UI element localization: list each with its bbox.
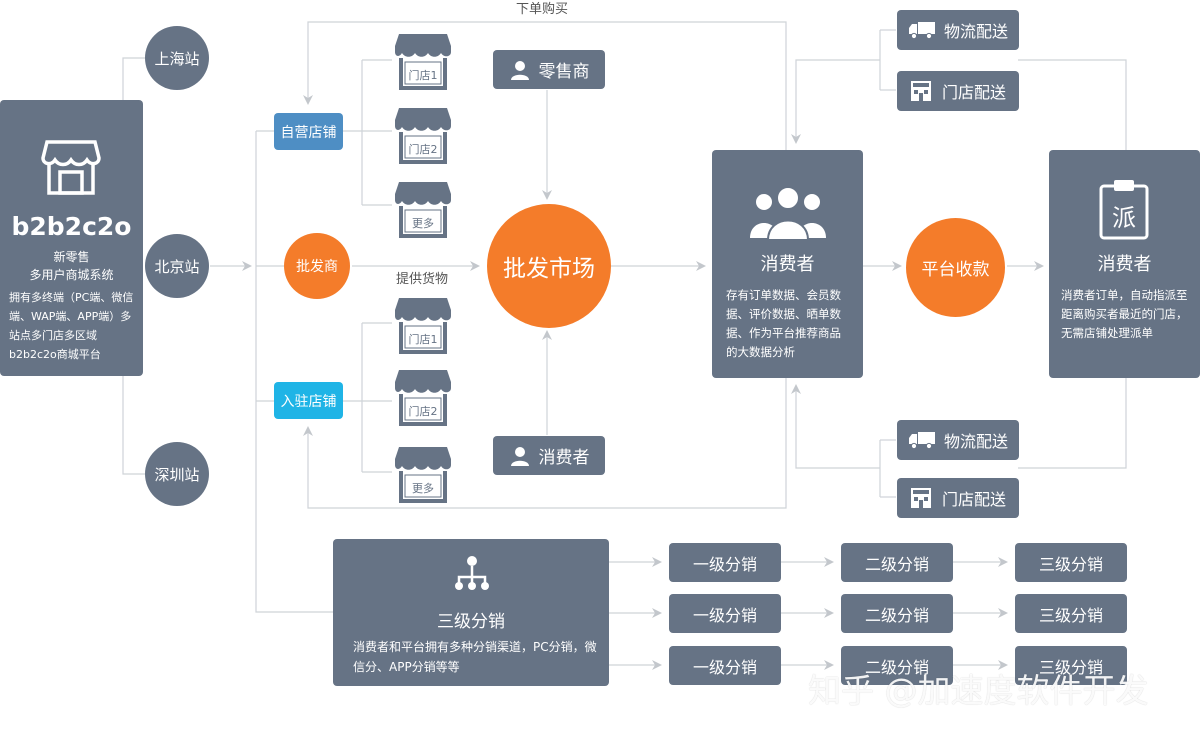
- shop-top-1-label: 门店1: [408, 69, 438, 82]
- supply-label: 提供货物: [396, 272, 449, 287]
- distribution-description: 消费者和平台拥有多种分销渠道，PC分销，微信分、APP分销等等: [353, 640, 597, 674]
- shop-icon: [41, 140, 101, 195]
- shop-bottom-more: 更多: [393, 445, 453, 505]
- truck-icon: [908, 22, 935, 39]
- store-delivery-top-label: 门店配送: [941, 83, 1006, 102]
- level1-row1: 一级分销: [669, 543, 781, 582]
- level3-row1: 三级分销: [1015, 543, 1127, 582]
- truck-icon: [908, 432, 935, 449]
- consumer-right-box: 派 消费者 消费者订单，自动指派至距离购买者最近的门店，无需店铺处理派单: [1049, 150, 1200, 378]
- users-icon: [750, 186, 826, 240]
- store-delivery-bottom-label: 门店配送: [941, 490, 1006, 509]
- user-icon: [510, 60, 529, 80]
- platform-subtitle-2: 多用户商城系统: [29, 268, 114, 282]
- station-beijing: 北京站: [145, 234, 209, 298]
- user-icon: [510, 446, 529, 466]
- level1-row3: 一级分销: [669, 646, 781, 685]
- level2-row3: 二级分销: [841, 646, 953, 685]
- platform-name: b2b2c2o: [11, 212, 132, 241]
- retailer-label: 零售商: [538, 62, 590, 82]
- self-operated-store-tag: 自营店铺: [274, 113, 343, 150]
- platform-subtitle-1: 新零售: [53, 250, 90, 264]
- retailer-node: 零售商: [493, 50, 605, 89]
- level2-row1: 二级分销: [841, 543, 953, 582]
- shop-top-more: 更多: [393, 180, 453, 240]
- shop-bottom-1: 门店1: [393, 296, 453, 356]
- consumer-right-title: 消费者: [1097, 254, 1152, 275]
- building-icon: [910, 81, 931, 101]
- distribution-title: 三级分销: [437, 612, 505, 632]
- shop-bottom-2: 门店2: [393, 368, 453, 428]
- level3-row3: 三级分销: [1015, 646, 1127, 685]
- consumer-bottom-node: 消费者: [493, 436, 605, 475]
- level2-row2: 二级分销: [841, 594, 953, 633]
- shop-bottom-1-label: 门店1: [408, 333, 438, 346]
- shop-top-more-label: 更多: [412, 217, 434, 230]
- store-icon: [395, 108, 451, 164]
- shop-top-2: 门店2: [393, 106, 453, 166]
- hierarchy-icon: [455, 556, 489, 590]
- shop-top-2-label: 门店2: [408, 143, 438, 156]
- platform-payment-node: 平台收款: [906, 218, 1005, 317]
- wholesale-market-node: 批发市场: [487, 204, 611, 328]
- logistics-delivery-bottom-label: 物流配送: [943, 432, 1008, 451]
- store-icon: [395, 298, 451, 354]
- watermark: 知乎 @加速度软件开发: [808, 671, 1149, 710]
- shop-bottom-2-label: 门店2: [408, 405, 438, 418]
- station-shanghai: 上海站: [145, 26, 209, 90]
- wholesaler-node: 批发商: [284, 233, 350, 299]
- consumer-right-description: 消费者订单，自动指派至距离购买者最近的门店，无需店铺处理派单: [1061, 288, 1188, 340]
- store-icon: [395, 370, 451, 426]
- shop-top-1: 门店1: [393, 32, 453, 92]
- platform-description: 拥有多终端（PC端、微信端、WAP端、APP端）多站点多门店多区域b2b2c2o…: [9, 291, 134, 361]
- consumer-center-title: 消费者: [760, 254, 815, 275]
- store-icon: [395, 34, 451, 90]
- shop-bottom-more-label: 更多: [412, 482, 434, 495]
- dispatch-badge: 派: [1112, 204, 1136, 232]
- order-label: 下单购买: [516, 2, 569, 17]
- station-shenzhen: 深圳站: [145, 442, 209, 506]
- store-delivery-bottom: 门店配送: [897, 478, 1019, 518]
- logistics-delivery-bottom: 物流配送: [897, 420, 1019, 460]
- store-icon: [395, 182, 451, 238]
- consumer-bottom-label: 消费者: [538, 448, 590, 468]
- logistics-delivery-top-label: 物流配送: [943, 22, 1008, 41]
- building-icon: [910, 488, 931, 508]
- consumer-center-box: 消费者 存有订单数据、会员数据、评价数据、晒单数据、作为平台推荐商品的大数据分析: [712, 150, 863, 378]
- store-icon: [395, 447, 451, 503]
- consumer-center-description: 存有订单数据、会员数据、评价数据、晒单数据、作为平台推荐商品的大数据分析: [726, 288, 841, 359]
- platform-box: b2b2c2o 新零售 多用户商城系统 拥有多终端（PC端、微信端、WAP端、A…: [0, 100, 143, 376]
- settled-store-tag: 入驻店铺: [274, 382, 343, 419]
- clipboard-icon: [1099, 180, 1149, 240]
- distribution-box: 三级分销 消费者和平台拥有多种分销渠道，PC分销，微信分、APP分销等等: [333, 539, 609, 686]
- logistics-delivery-top: 物流配送: [897, 10, 1019, 50]
- level1-row2: 一级分销: [669, 594, 781, 633]
- level3-row2: 三级分销: [1015, 594, 1127, 633]
- store-delivery-top: 门店配送: [897, 71, 1019, 111]
